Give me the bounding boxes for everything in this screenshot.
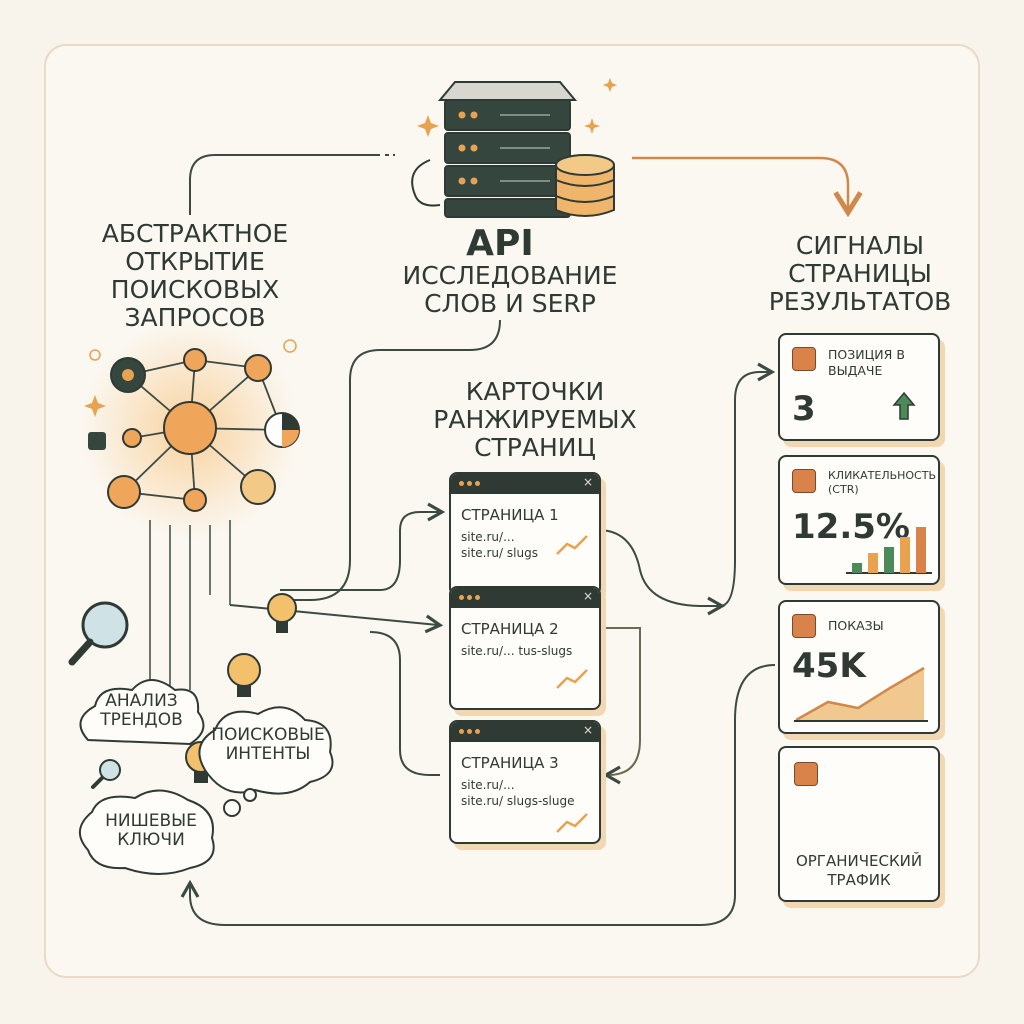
signals-arrow	[632, 156, 863, 218]
signal-name: Кликательность (CTR)	[828, 469, 937, 496]
user-icon	[794, 762, 818, 786]
bar-chart-icon	[792, 469, 816, 493]
page-card-title: Страница 1	[461, 506, 559, 524]
signal-impressions-card[interactable]: Показы 45K	[778, 600, 940, 734]
page-card-url: site.ru/...	[461, 530, 515, 544]
page-card-url: site.ru/...	[461, 778, 515, 792]
page-card-2[interactable]: × Страница 2 site.ru/... tus-slugs	[449, 586, 601, 710]
signal-value: 45K	[792, 646, 866, 686]
bubble-trends: Анализ трендов	[100, 691, 183, 730]
page-card-url: site.ru/ slugs	[461, 546, 538, 560]
trend-chart-icon	[556, 813, 588, 833]
bubble-intents: Поисковые интенты	[211, 725, 325, 764]
ctr-bar-chart-icon	[846, 527, 932, 574]
page-card-title: Страница 3	[461, 754, 559, 772]
arrow-up-right-icon	[792, 347, 816, 371]
arrow-up-icon	[892, 391, 916, 420]
signal-name: Показы	[828, 618, 884, 633]
idea-clouds	[79, 679, 334, 875]
trend-chart-icon	[556, 535, 588, 555]
bubble-niche-keys: Нишевые ключи	[105, 811, 197, 850]
page-card-1[interactable]: × Страница 1 site.ru/... site.ru/ slugs	[449, 472, 601, 596]
signal-name: Органический трафик	[795, 852, 923, 889]
signals-heading: Сигналы страницы результатов	[768, 231, 952, 316]
api-server-icon	[411, 78, 617, 218]
trend-chart-icon	[556, 669, 588, 689]
page-card-3[interactable]: × Страница 3 site.ru/... site.ru/ slugs-…	[449, 720, 601, 844]
keyword-network-icon	[80, 320, 300, 720]
small-search-icon	[91, 759, 121, 789]
api-title: API	[466, 223, 534, 264]
signal-ctr-card[interactable]: Кликательность (CTR) 12.5%	[778, 455, 940, 585]
impressions-area-chart	[794, 666, 928, 722]
signal-value: 3	[792, 389, 816, 429]
cards-heading: Карточки ранжируемых страниц	[433, 377, 637, 462]
discovery-heading: Абстрактное открытие поисковых запросов	[101, 219, 289, 332]
page-card-url: site.ru/ slugs-sluge	[461, 794, 575, 808]
eye-icon	[792, 614, 816, 638]
signal-traffic-card[interactable]: Органический трафик	[778, 746, 940, 902]
api-subtitle: Исследование слов и SERP	[402, 261, 618, 318]
search-icon	[68, 601, 129, 666]
signal-name: Позиция в выдаче	[828, 347, 905, 378]
signal-value: 12.5%	[792, 507, 910, 547]
flow-arrows	[180, 154, 776, 926]
signal-position-card[interactable]: Позиция в выдаче 3	[778, 333, 940, 441]
page-card-title: Страница 2	[461, 620, 559, 638]
page-card-url: site.ru/... tus-slugs	[461, 644, 573, 658]
